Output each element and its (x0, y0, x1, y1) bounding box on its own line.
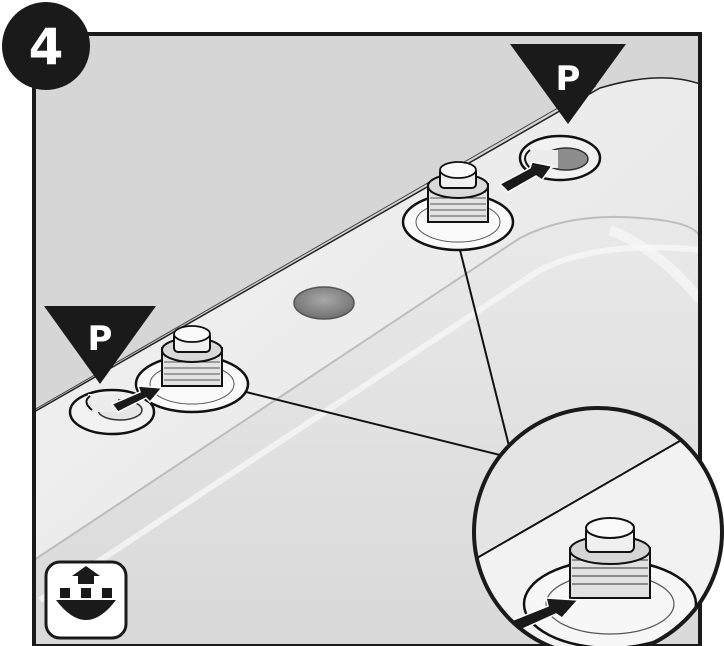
left-push-arrow (110, 385, 164, 413)
sink-faucet-icon (44, 560, 128, 640)
right-p-label: P (556, 59, 581, 99)
left-connector (134, 325, 250, 414)
center-hole (293, 286, 355, 320)
right-push-arrow (498, 161, 554, 193)
step-panel-frame (32, 32, 702, 646)
left-p-marker: P (44, 306, 156, 384)
zoom-detail (472, 406, 724, 646)
right-connector (401, 161, 515, 252)
callout-lines (245, 249, 513, 459)
left-p-label: P (88, 319, 113, 359)
right-p-marker: P (510, 44, 626, 124)
step-number: 4 (29, 18, 64, 76)
step-badge: 4 (2, 2, 90, 90)
